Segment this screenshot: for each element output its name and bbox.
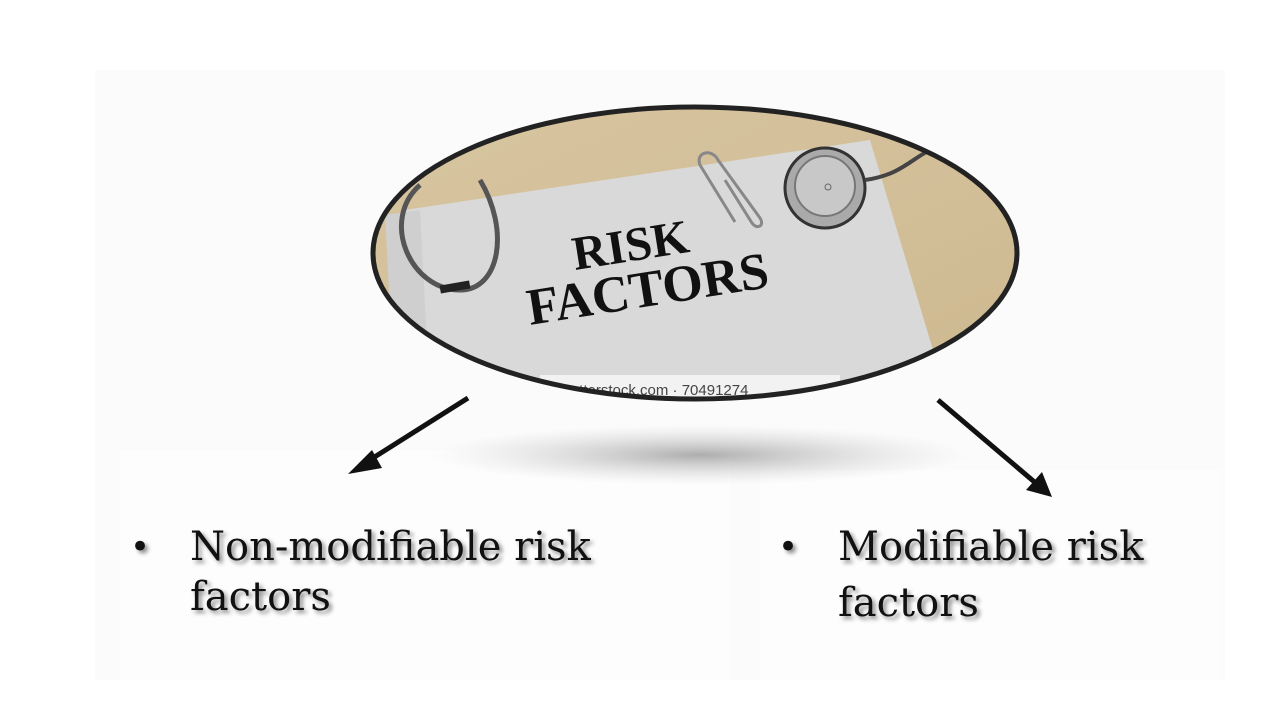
bullet-text-line1: Non-modifiable risk (190, 524, 591, 570)
oval-shadow (430, 425, 970, 485)
bullet-text-line2: factors (190, 574, 331, 620)
bullet-marker: • (130, 527, 151, 567)
arrow-left-icon (348, 395, 470, 474)
text-box-background-left (120, 450, 730, 680)
text-box-background-right (760, 470, 1220, 680)
bullet-text-line2: factors (838, 580, 979, 626)
bullet-text-line1: Modifiable risk (838, 524, 1144, 570)
bullet-marker: • (778, 527, 799, 567)
arrow-right-icon (936, 398, 1052, 497)
paperclip-icon (697, 151, 764, 229)
oval-frame (370, 104, 1020, 402)
